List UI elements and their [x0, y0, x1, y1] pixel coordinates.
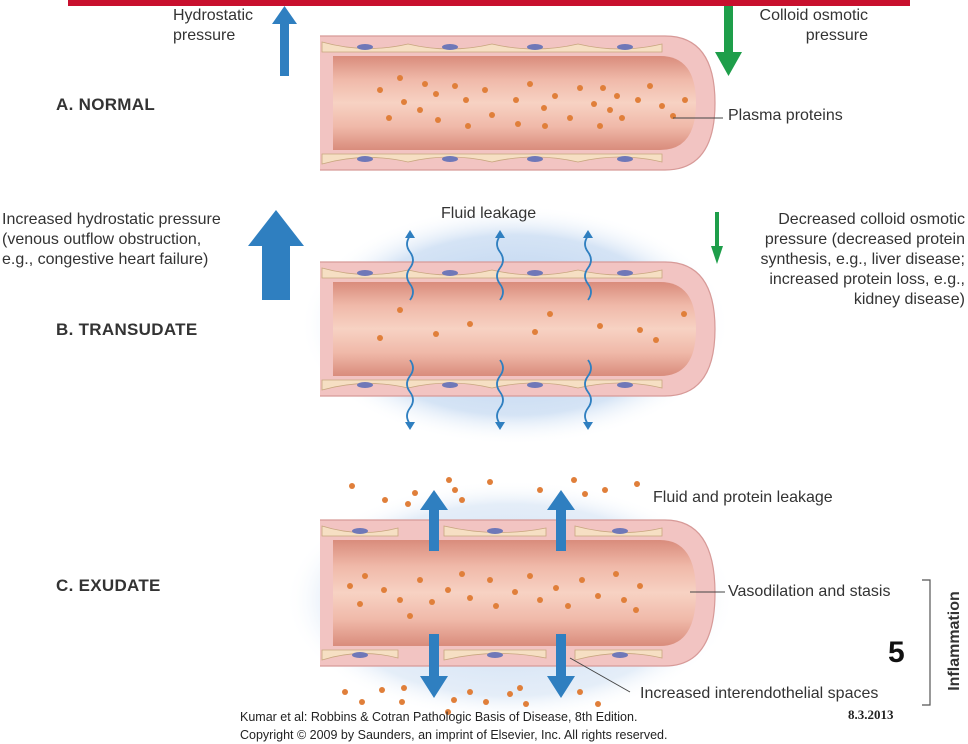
- decreased-colloid-arrow: [711, 212, 723, 264]
- exudate-leakage-arrows: [420, 490, 575, 698]
- colloid-osmotic-label: Colloid osmotic pressure: [759, 7, 868, 44]
- fluid-protein-leakage-label: Fluid and protein leakage: [653, 489, 833, 506]
- increased-hydrostatic-label: Increased hydrostatic pressure (venous o…: [2, 211, 221, 268]
- vessel-a: [320, 35, 716, 171]
- nuclei-a: [357, 44, 633, 162]
- panel-a-title: A. NORMAL: [56, 95, 156, 114]
- inflammation-label: Inflammation: [946, 591, 963, 691]
- page-number: 5: [888, 636, 905, 669]
- interendothelial-leader: [569, 657, 631, 693]
- plasma-proteins-label: Plasma proteins: [728, 107, 843, 124]
- hydrostatic-arrow-a: [272, 6, 297, 76]
- proteins-c: [347, 571, 643, 619]
- hydrostatic-pressure-label: Hydrostatic pressure: [173, 7, 254, 44]
- panel-c-title: C. EXUDATE: [56, 576, 161, 595]
- interendothelial-label: Increased interendothelial spaces: [640, 685, 879, 702]
- top-accent-bar: [68, 0, 910, 6]
- slide-date: 8.3.2013: [848, 707, 894, 722]
- panel-b-title: B. TRANSUDATE: [56, 320, 198, 339]
- fluid-leakage-arrows-b: [406, 235, 592, 425]
- vessel-c: [320, 519, 716, 667]
- vasodilation-label: Vasodilation and stasis: [728, 583, 891, 600]
- proteins-b: [377, 307, 687, 343]
- inflammation-bracket: [922, 579, 931, 706]
- extravasated-proteins-c: [342, 477, 640, 715]
- citation-line-1: Kumar et al: Robbins & Cotran Pathologic…: [240, 710, 638, 724]
- increased-hydrostatic-arrow: [248, 210, 304, 300]
- decreased-colloid-label: Decreased colloid osmotic pressure (decr…: [760, 211, 965, 308]
- proteins-a: [377, 75, 688, 129]
- fluid-leakage-label: Fluid leakage: [441, 205, 537, 222]
- citation-line-2: Copyright © 2009 by Saunders, an imprint…: [240, 728, 668, 742]
- colloid-arrow-a: [715, 6, 742, 76]
- vessel-b: [320, 261, 716, 397]
